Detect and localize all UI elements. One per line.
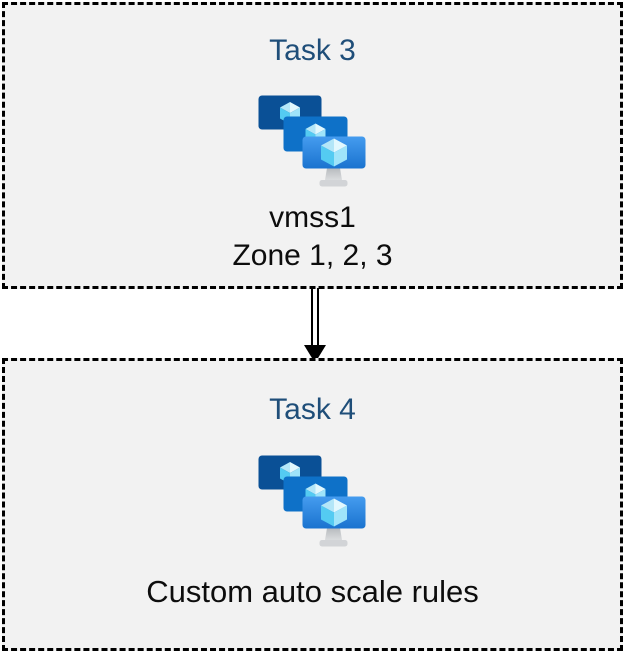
down-arrow-icon [304,288,326,363]
task3-zones: Zone 1, 2, 3 [232,239,393,272]
task3-box: Task 3 vmss1 Zone 1, 2, [2,2,623,289]
task3-resource-name: vmss1 [269,201,356,234]
task4-box: Task 4 Custom auto scale rules [2,358,623,651]
task3-labels: vmss1 Zone 1, 2, 3 [232,199,392,275]
task4-title: Task 4 [269,393,356,426]
task4-caption: Custom auto scale rules [146,574,479,609]
vmss-icon [258,455,365,547]
task3-title: Task 3 [269,34,356,67]
vmss-icon [258,95,365,187]
